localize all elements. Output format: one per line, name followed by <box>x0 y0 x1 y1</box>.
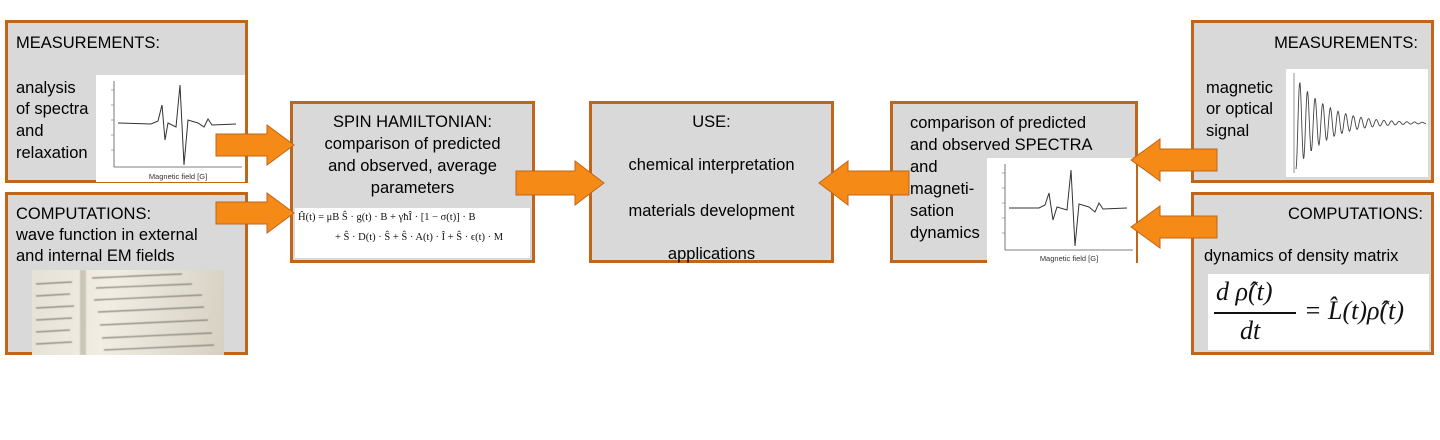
spin-line-3: parameters <box>370 179 455 197</box>
arrow-comparison-to-use <box>818 160 910 206</box>
spin-equation-line-2: + Ŝ · D(t) · Ŝ + Ŝ · A(t) · Î + Ŝ · ϵ(t)… <box>335 232 504 243</box>
measurements-right-line-1: magnetic <box>1206 79 1273 97</box>
measurements-left-line-3: and <box>16 122 44 140</box>
spin-equation-line-1: Ĥ(t) = μB Ŝ · g(t) · B + γħÎ · [1 − σ(t)… <box>298 212 476 223</box>
comparison-line-3: and <box>910 158 938 176</box>
computations-left-box: COMPUTATIONS: wave function in external … <box>5 192 248 355</box>
arrow-spin-to-use <box>515 160 605 206</box>
comparison-line-2: and observed SPECTRA <box>910 136 1093 154</box>
measurements-left-line-1: analysis <box>16 79 76 97</box>
epr-spectrum-plot-left: Magnetic field [G] <box>96 75 245 182</box>
measurements-right-line-3: signal <box>1206 122 1250 140</box>
oscillating-signal-plot <box>1286 69 1428 177</box>
computations-left-line-2: and internal EM fields <box>16 247 175 265</box>
comparison-line-4: magneti- <box>910 180 975 198</box>
measurements-left-line-4: relaxation <box>16 144 88 162</box>
density-matrix-equation: d ρ̂(t) dt = L̂(t)ρ̂(t) <box>1208 274 1429 350</box>
textbook-photo <box>32 270 224 355</box>
arrow-computations-right-to-comparison <box>1130 205 1218 249</box>
spin-hamiltonian-box: SPIN HAMILTONIAN: comparison of predicte… <box>290 101 535 263</box>
measurements-left-heading: MEASUREMENTS: <box>16 34 160 52</box>
use-item-3: applications <box>667 245 756 263</box>
use-box: USE: chemical interpretation materials d… <box>589 101 834 263</box>
computations-right-line: dynamics of density matrix <box>1204 247 1399 265</box>
use-item-2: materials development <box>628 202 795 220</box>
measurements-right-box: MEASUREMENTS: magnetic or optical signal <box>1191 20 1434 183</box>
spin-hamiltonian-heading: SPIN HAMILTONIAN: <box>333 113 492 131</box>
computations-left-line-1: wave function in external <box>16 226 198 244</box>
computations-right-box: COMPUTATIONS: dynamics of density matrix… <box>1191 192 1434 355</box>
equation-denominator: dt <box>1240 316 1261 345</box>
equation-rhs: = L̂(t)ρ̂(t) <box>1304 296 1405 325</box>
epr-right-xlabel: Magnetic field [G] <box>1040 254 1098 263</box>
measurements-left-box: MEASUREMENTS: analysis of spectra and re… <box>5 20 248 183</box>
epr-spectrum-plot-right: Magnetic field [G] <box>987 158 1136 264</box>
use-item-1: chemical interpretation <box>628 156 795 174</box>
epr-left-xlabel: Magnetic field [G] <box>149 172 207 181</box>
computations-left-heading: COMPUTATIONS: <box>16 205 152 223</box>
comparison-line-5: sation <box>910 202 955 220</box>
arrow-measurements-right-to-comparison <box>1130 138 1218 182</box>
decay-signal-curve <box>1295 82 1427 170</box>
spin-line-1: comparison of predicted <box>324 135 501 153</box>
measurements-right-line-2: or optical <box>1206 100 1273 118</box>
computations-right-heading: COMPUTATIONS: <box>1287 205 1423 223</box>
measurements-left-line-2: of spectra <box>16 100 89 118</box>
arrow-computations-to-spin <box>215 192 295 234</box>
spin-hamiltonian-equation: Ĥ(t) = μB Ŝ · g(t) · B + γħÎ · [1 − σ(t)… <box>295 208 530 258</box>
comparison-line-1: comparison of predicted <box>910 114 1087 132</box>
arrow-measurements-to-spin <box>215 124 295 166</box>
comparison-spectra-box: comparison of predicted and observed SPE… <box>890 101 1138 264</box>
equation-numerator: d ρ̂(t) <box>1216 277 1273 306</box>
comparison-line-6: dynamics <box>910 224 980 242</box>
spin-line-2: and observed, average <box>328 157 497 175</box>
use-heading: USE: <box>692 113 731 131</box>
measurements-right-heading: MEASUREMENTS: <box>1274 34 1418 52</box>
fraction-bar <box>1214 312 1296 314</box>
